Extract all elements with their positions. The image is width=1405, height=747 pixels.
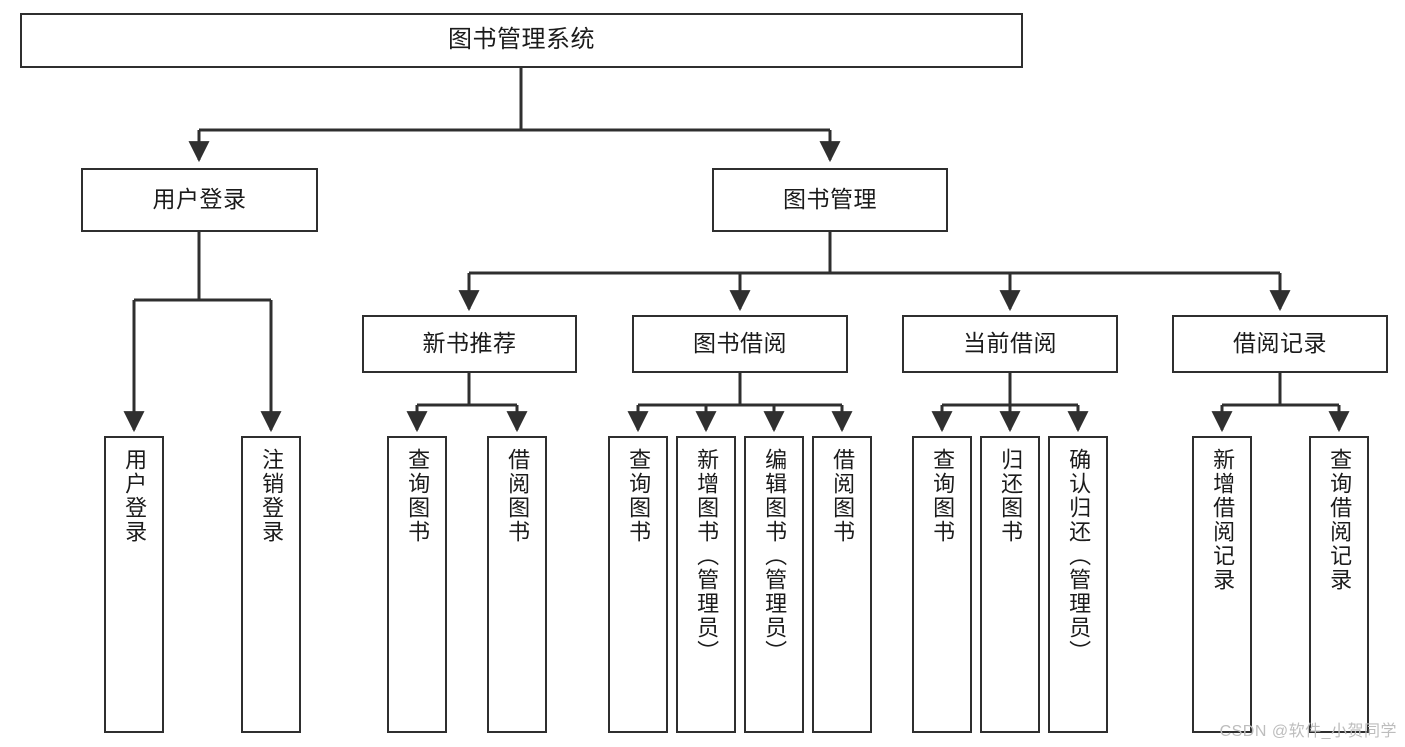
node-new-book-recommend[interactable]: 新书推荐 bbox=[362, 315, 577, 373]
leaf-confirm-return-admin[interactable]: 确认归还（管理员） bbox=[1048, 436, 1108, 733]
node-label: 查询图书 bbox=[405, 448, 431, 544]
leaf-borrow-book[interactable]: 借阅图书 bbox=[812, 436, 872, 733]
node-label: 注销登录 bbox=[259, 448, 285, 544]
leaf-borrow-book-recommend[interactable]: 借阅图书 bbox=[487, 436, 547, 733]
node-label: 归还图书 bbox=[998, 448, 1024, 544]
node-label: 新增图书（管理员） bbox=[694, 448, 720, 664]
node-label: 编辑图书（管理员） bbox=[762, 448, 788, 664]
leaf-query-book-borrow[interactable]: 查询图书 bbox=[608, 436, 668, 733]
node-label: 当前借阅 bbox=[963, 330, 1057, 357]
node-label: 借阅图书 bbox=[505, 448, 531, 544]
node-label: 用户登录 bbox=[122, 448, 148, 544]
node-label: 图书借阅 bbox=[693, 330, 787, 357]
leaf-user-login[interactable]: 用户登录 bbox=[104, 436, 164, 733]
leaf-query-borrow-record[interactable]: 查询借阅记录 bbox=[1309, 436, 1369, 733]
leaf-logout[interactable]: 注销登录 bbox=[241, 436, 301, 733]
node-label: 用户登录 bbox=[152, 186, 247, 213]
leaf-query-book-recommend[interactable]: 查询图书 bbox=[387, 436, 447, 733]
node-label: 图书管理 bbox=[783, 186, 877, 213]
node-label: 新增借阅记录 bbox=[1210, 448, 1236, 592]
node-label: 借阅记录 bbox=[1233, 330, 1327, 357]
node-book-borrow[interactable]: 图书借阅 bbox=[632, 315, 848, 373]
node-book-management[interactable]: 图书管理 bbox=[712, 168, 948, 232]
node-label: 图书管理系统 bbox=[448, 26, 595, 54]
node-label: 查询图书 bbox=[930, 448, 956, 544]
node-borrow-record[interactable]: 借阅记录 bbox=[1172, 315, 1388, 373]
leaf-edit-book-admin[interactable]: 编辑图书（管理员） bbox=[744, 436, 804, 733]
watermark: CSDN @软件_小贺同学 bbox=[1219, 723, 1397, 740]
node-label: 确认归还（管理员） bbox=[1066, 448, 1092, 664]
node-user-login[interactable]: 用户登录 bbox=[81, 168, 318, 232]
node-current-borrow[interactable]: 当前借阅 bbox=[902, 315, 1118, 373]
leaf-add-borrow-record[interactable]: 新增借阅记录 bbox=[1192, 436, 1252, 733]
node-label: 借阅图书 bbox=[830, 448, 856, 544]
leaf-return-book[interactable]: 归还图书 bbox=[980, 436, 1040, 733]
node-root-system[interactable]: 图书管理系统 bbox=[20, 13, 1023, 68]
leaf-add-book-admin[interactable]: 新增图书（管理员） bbox=[676, 436, 736, 733]
node-label: 查询图书 bbox=[626, 448, 652, 544]
leaf-query-book-current[interactable]: 查询图书 bbox=[912, 436, 972, 733]
node-label: 新书推荐 bbox=[422, 330, 517, 357]
node-label: 查询借阅记录 bbox=[1327, 448, 1353, 592]
